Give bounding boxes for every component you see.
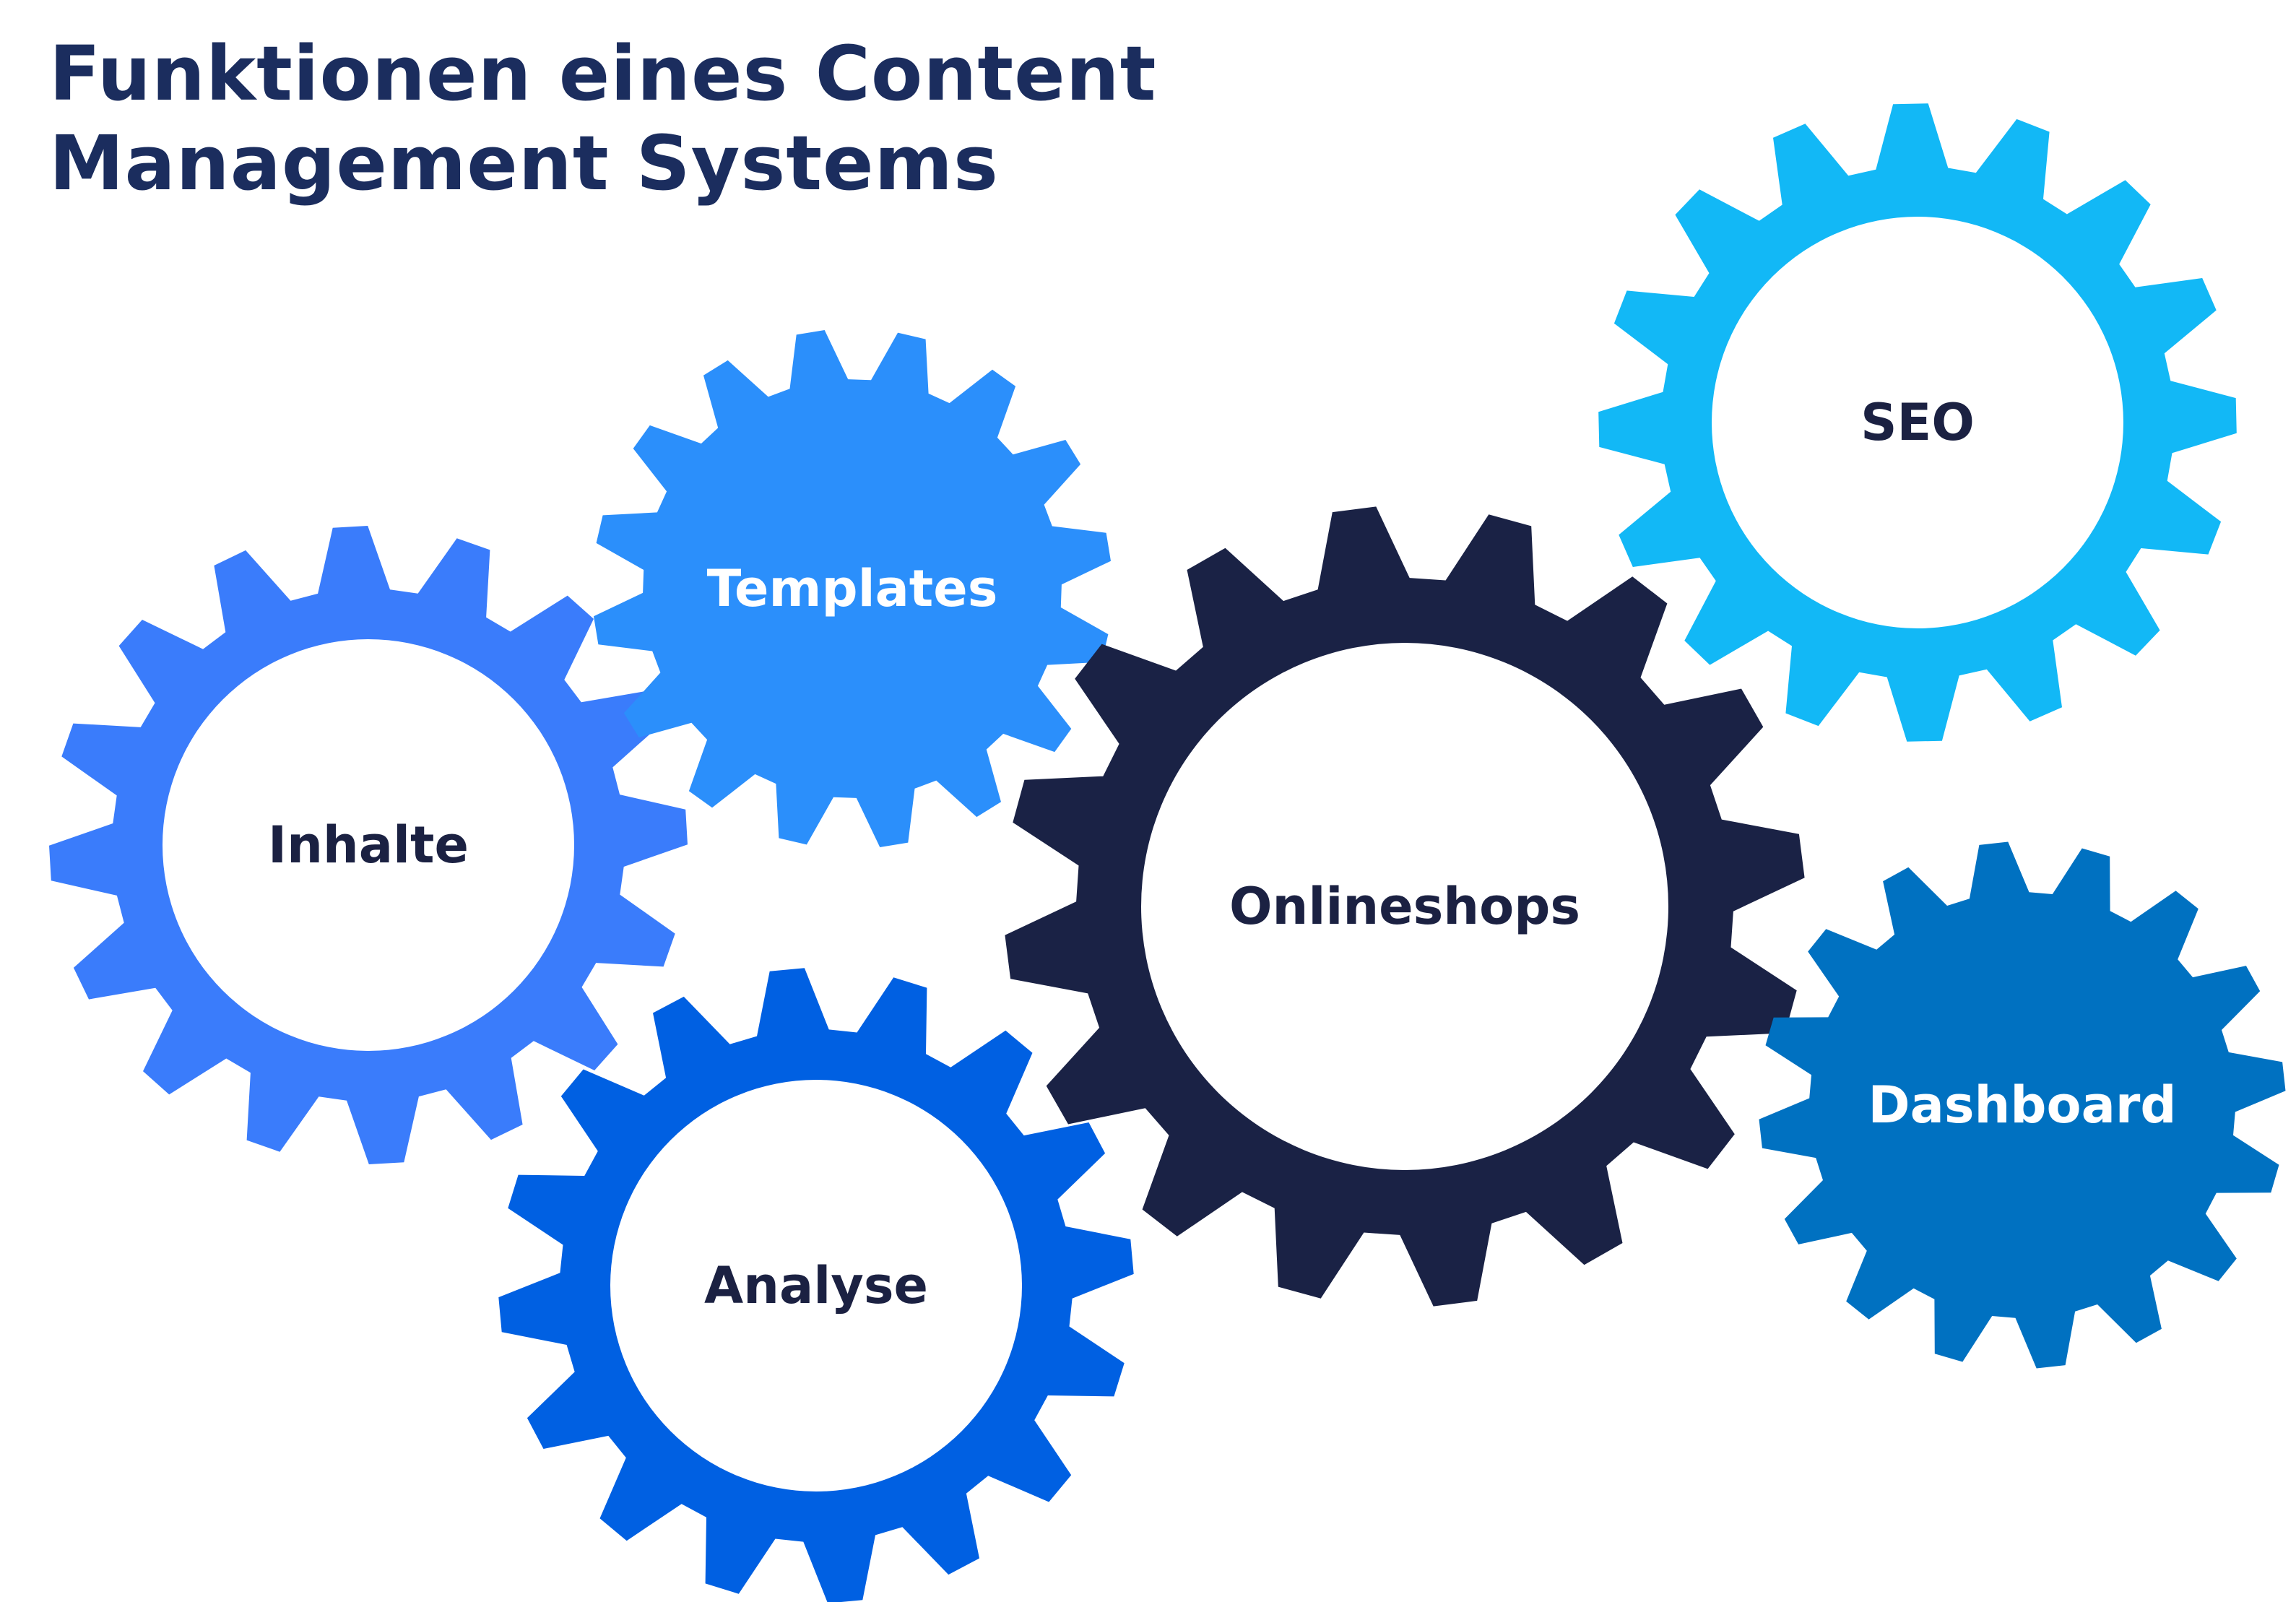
gear-onlineshops-label: Onlineshops [1229,877,1580,936]
gear-seo: SEO [1598,103,2237,742]
gear-dashboard: Dashboard [1759,842,2286,1369]
gear-inhalte-label: Inhalte [268,815,469,875]
gear-dashboard-label: Dashboard [1868,1075,2177,1135]
gear-onlineshops: Onlineshops [1005,506,1804,1306]
gear-templates-label: Templates [707,559,998,618]
gear-analyse-label: Analyse [704,1256,928,1315]
gear-inhalte: Inhalte [49,526,688,1164]
gear-templates: Templates [594,330,1111,847]
gear-seo-label: SEO [1860,393,1975,452]
